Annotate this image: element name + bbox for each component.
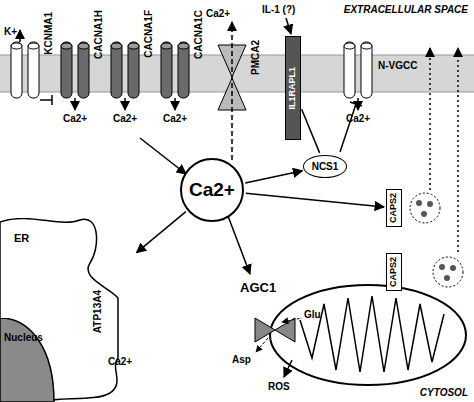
er-region: ER Nucleus <box>0 218 135 402</box>
label: ROS <box>268 381 290 392</box>
calcium-circle: Ca2+ <box>180 158 244 222</box>
label: Ca2+ <box>63 113 87 124</box>
label: EXTRACELLULAR SPACE <box>344 4 468 15</box>
label: K+ <box>4 26 17 37</box>
connector <box>246 193 384 207</box>
label: CACNA1F <box>143 10 154 58</box>
connector <box>137 212 186 253</box>
label: KCNMA1 <box>43 12 54 55</box>
node-label: ER <box>14 232 29 244</box>
node-label: CAPS2 <box>389 193 399 223</box>
nucleus-region: Nucleus <box>0 318 56 402</box>
label: IL-1 (?) <box>262 4 295 15</box>
label: Asp <box>232 354 251 365</box>
label: Glu <box>304 309 321 320</box>
label: AGC1 <box>240 281 276 295</box>
mitochondrion <box>270 285 466 385</box>
receptor-bar: IL1RAPL1 <box>285 36 301 140</box>
label: N-VGCC <box>378 60 417 71</box>
label: CACNA1C <box>193 10 204 59</box>
node-label: CAPS2 <box>389 257 399 287</box>
label: Ca2+ <box>163 113 187 124</box>
label: Ca2+ <box>108 356 132 367</box>
label: Ca2+ <box>346 113 370 124</box>
outline <box>0 318 56 402</box>
node-label: NCS1 <box>312 161 339 172</box>
node-label: IL1RAPL1 <box>288 67 298 110</box>
protein-box: CAPS2 <box>386 189 402 227</box>
node-label: Nucleus <box>4 332 43 394</box>
protein-oval: NCS1 <box>303 155 348 178</box>
connector <box>302 109 320 153</box>
label: CYTOSOL <box>420 387 468 398</box>
label: CACNA1H <box>93 10 104 59</box>
protein-box: CAPS2 <box>386 253 402 291</box>
connector <box>245 171 302 183</box>
label: Ca2+ <box>113 113 137 124</box>
node-label: Ca2+ <box>189 180 235 201</box>
label: PMCA2 <box>250 40 261 75</box>
label: ATP13A4 <box>92 290 103 333</box>
label: Ca2+ <box>206 8 230 19</box>
